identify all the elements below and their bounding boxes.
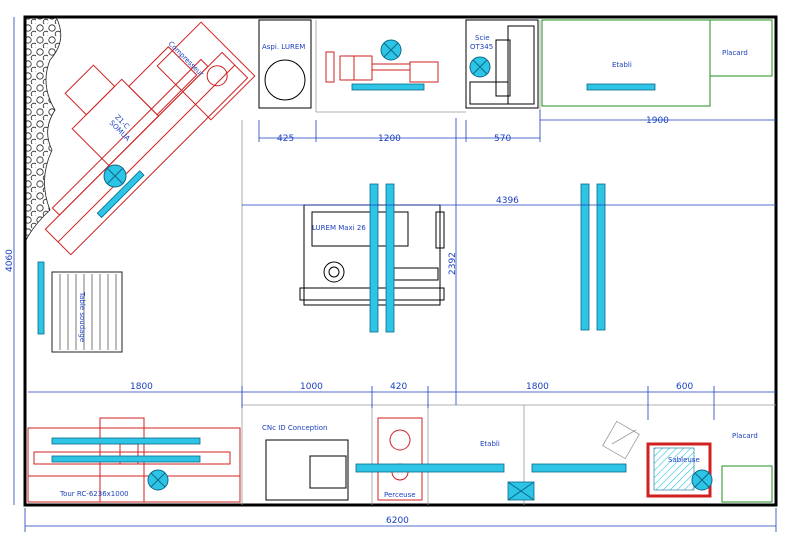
dimension-lines xyxy=(13,17,777,532)
dim-600: 600 xyxy=(676,382,693,392)
dim-1200: 1200 xyxy=(378,134,401,144)
placard-bottom[interactable]: Placard xyxy=(721,432,773,503)
fan-icon xyxy=(103,164,127,188)
etabli-top-label: Etabli xyxy=(612,61,632,69)
table-soudage[interactable]: Table soudage xyxy=(51,271,123,353)
perceuse[interactable]: Perceuse xyxy=(377,417,423,501)
cnc-label: CNc ID Conception xyxy=(262,424,328,432)
dim-420: 420 xyxy=(390,382,407,392)
light-tubes xyxy=(37,83,656,473)
dim-1900: 1900 xyxy=(646,116,669,126)
stone-wall xyxy=(25,16,62,241)
dim-425: 425 xyxy=(277,134,294,144)
placard-bottom-label: Placard xyxy=(732,432,758,440)
tour-label: Tour RC-6236x1000 xyxy=(59,490,129,498)
lurem-label: LUREM Maxi 26 xyxy=(312,224,366,232)
fan-icon xyxy=(380,39,402,61)
dim-1800-left: 1800 xyxy=(130,382,153,392)
scie-model-label: OT345 xyxy=(470,43,493,51)
aspi-lurem[interactable]: Aspi. LUREM xyxy=(258,19,312,109)
placard-top-label: Placard xyxy=(722,49,748,57)
vent-box-icon xyxy=(507,481,535,501)
aspi-label: Aspi. LUREM xyxy=(262,43,305,51)
tour-rc[interactable]: Tour RC-6236x1000 xyxy=(27,417,241,503)
etabli-top[interactable]: Etabli xyxy=(541,19,711,107)
dim-570: 570 xyxy=(494,134,511,144)
bench-grinder-icon[interactable] xyxy=(602,420,640,460)
dim-4060: 4060 xyxy=(5,249,15,272)
sableuse[interactable]: Sableuse xyxy=(646,442,712,498)
dim-6200: 6200 xyxy=(386,516,409,526)
sableuse-label: Sableuse xyxy=(668,456,700,464)
perceuse-label: Perceuse xyxy=(384,491,416,499)
scie-ot345[interactable]: Scie OT345 xyxy=(465,19,539,109)
grinder-station[interactable] xyxy=(325,51,439,83)
extractor-fans xyxy=(103,39,713,491)
scie-label: Scie xyxy=(475,34,490,42)
etabli-bottom-label: Etabli xyxy=(480,440,500,448)
dim-1000: 1000 xyxy=(300,382,323,392)
fan-icon xyxy=(147,469,169,491)
dim-1800-right: 1800 xyxy=(526,382,549,392)
fan-icon xyxy=(691,469,713,491)
compresseur-label: Compresseur xyxy=(167,40,206,79)
fan-icon xyxy=(469,56,491,78)
cnc-machine[interactable]: CNc ID Conception xyxy=(262,424,349,501)
placard-top[interactable]: Placard xyxy=(709,19,773,77)
partitions xyxy=(241,20,776,505)
dim-4396: 4396 xyxy=(496,196,519,206)
table-label: Table soudage xyxy=(78,291,86,342)
outer-walls xyxy=(23,15,778,507)
dim-2392: 2392 xyxy=(448,252,458,275)
